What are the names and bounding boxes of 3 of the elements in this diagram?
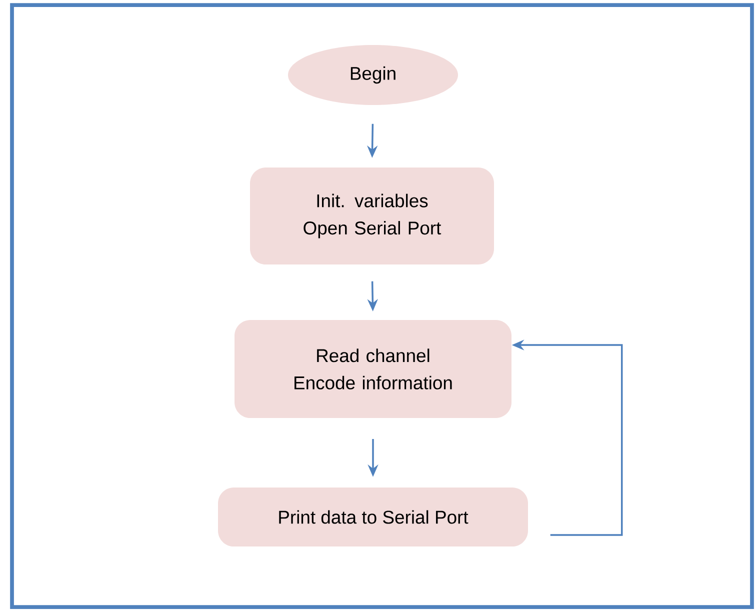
process-box: Print data to Serial Port — [218, 488, 528, 546]
process-box: Read channel Encode information — [234, 320, 512, 418]
process-box: Init. variables Open Serial Port — [250, 168, 494, 264]
